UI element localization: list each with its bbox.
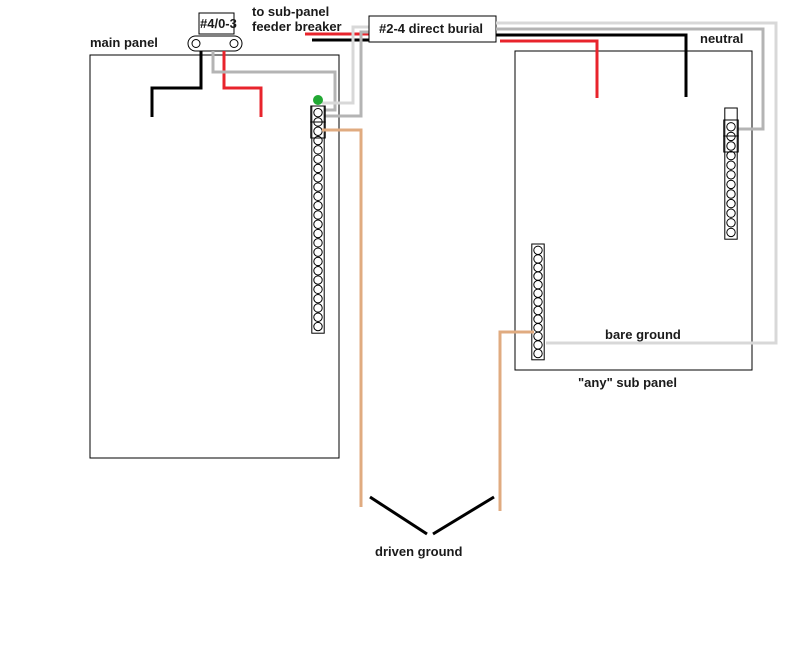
feeder-ground-wire-main bbox=[322, 25, 370, 105]
bare-ground-label: bare ground bbox=[605, 327, 681, 342]
main-panel-label: main panel bbox=[90, 35, 158, 50]
terminal-screw bbox=[313, 145, 323, 155]
terminal-screw bbox=[313, 312, 323, 322]
terminal-screw bbox=[533, 297, 543, 307]
breaker-lug-left bbox=[191, 39, 201, 48]
terminal-screw bbox=[313, 228, 323, 239]
main-hot-red-wire bbox=[222, 51, 263, 117]
bonding-screw bbox=[313, 95, 323, 105]
terminal-screw bbox=[533, 254, 543, 264]
terminal-screw bbox=[533, 331, 543, 341]
neutral-label: neutral bbox=[700, 31, 743, 46]
terminal-screw bbox=[313, 247, 323, 257]
terminal-screw bbox=[726, 208, 736, 218]
sub-panel-label: "any" sub panel bbox=[578, 375, 677, 390]
ground-rod-right bbox=[432, 495, 495, 536]
terminal-screw bbox=[313, 303, 323, 313]
terminal-screw bbox=[313, 238, 323, 248]
terminal-screw bbox=[313, 219, 323, 229]
terminal-screw bbox=[313, 173, 323, 183]
main-panel-bus-bar bbox=[310, 105, 326, 334]
terminal-screw bbox=[726, 141, 736, 151]
feeder-neutral-wire-main bbox=[322, 30, 370, 118]
terminal-screw bbox=[533, 305, 543, 316]
feeder-breaker bbox=[187, 35, 243, 52]
terminal-screw bbox=[313, 256, 323, 267]
breaker-size-label: #4/0-3 bbox=[200, 16, 237, 31]
terminal-screw bbox=[726, 179, 736, 190]
main-hot-black-wire bbox=[150, 51, 203, 117]
terminal-screw bbox=[313, 154, 323, 164]
feeder-breaker-label-line2: feeder breaker bbox=[252, 19, 342, 34]
terminal-screw bbox=[313, 275, 323, 285]
main-ground-electrode-wire bbox=[322, 128, 363, 507]
sub-ground-electrode-wire bbox=[498, 330, 534, 511]
terminal-screw bbox=[726, 160, 736, 170]
sub-panel-neutral-bar bbox=[723, 107, 739, 240]
terminal-screw bbox=[313, 182, 323, 192]
sub-panel-enclosure bbox=[514, 50, 753, 371]
terminal-screw bbox=[313, 321, 323, 332]
sub-panel-ground-bar bbox=[531, 243, 545, 361]
sub-hot-red-wire bbox=[500, 39, 599, 98]
terminal-screw bbox=[313, 191, 323, 202]
sub-neutral-wire bbox=[496, 27, 765, 131]
terminal-screw bbox=[533, 314, 543, 324]
terminal-screw bbox=[726, 198, 736, 209]
terminal-screw bbox=[533, 323, 543, 333]
terminal-screw bbox=[533, 245, 543, 256]
sub-ground-wire bbox=[496, 21, 778, 345]
breaker-lug-right bbox=[229, 39, 239, 48]
terminal-screw bbox=[726, 218, 736, 228]
terminal-screw bbox=[533, 262, 543, 273]
terminal-screw bbox=[533, 340, 543, 350]
terminal-screw bbox=[313, 210, 323, 220]
terminal-screw bbox=[726, 150, 736, 161]
terminal-screw bbox=[313, 293, 323, 304]
terminal-screw bbox=[533, 288, 543, 298]
terminal-screw bbox=[726, 170, 736, 180]
ground-rod-left bbox=[369, 495, 428, 536]
terminal-screw bbox=[313, 107, 323, 118]
terminal-screw bbox=[313, 200, 323, 211]
terminal-screw bbox=[726, 189, 736, 199]
driven-ground-label: driven ground bbox=[375, 544, 462, 559]
main-neutral-wire bbox=[211, 51, 337, 112]
terminal-screw bbox=[313, 163, 323, 174]
lug-box bbox=[723, 135, 739, 153]
terminal-screw bbox=[533, 280, 543, 290]
main-panel-enclosure bbox=[89, 54, 340, 459]
terminal-screw bbox=[726, 227, 736, 238]
terminal-screw bbox=[313, 266, 323, 276]
terminal-screw bbox=[313, 126, 323, 136]
cable-label: #2-4 direct burial bbox=[379, 21, 483, 36]
terminal-screw bbox=[313, 284, 323, 295]
breaker-size-box bbox=[198, 12, 235, 35]
terminal-screw bbox=[726, 122, 736, 132]
sub-hot-black-wire bbox=[496, 33, 688, 97]
terminal-screw bbox=[533, 271, 543, 281]
feeder-breaker-label-line1: to sub-panel bbox=[252, 4, 329, 19]
terminal-screw bbox=[533, 348, 543, 359]
